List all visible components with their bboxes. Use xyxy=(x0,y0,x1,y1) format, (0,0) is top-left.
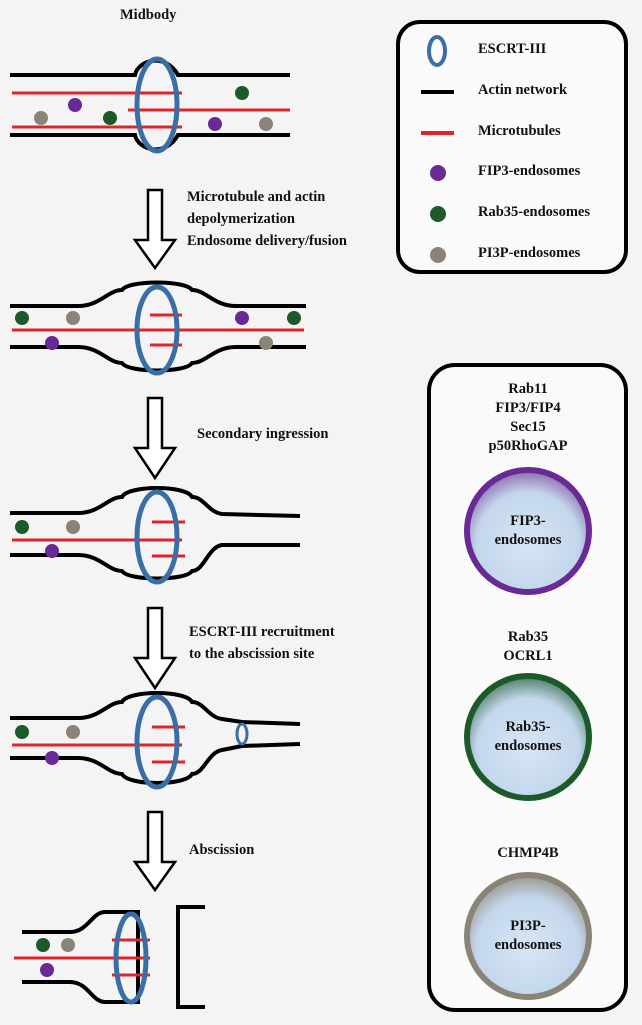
protein-label: Rab35 xyxy=(507,629,549,645)
escrt-ring xyxy=(134,284,180,376)
pi3p-endosome-circle xyxy=(464,872,592,1000)
rab35-endosome xyxy=(15,311,29,325)
rab35-circle-label: Rab35- endosomes xyxy=(494,719,562,754)
pi3p-endosome xyxy=(66,725,80,739)
protein-label: Rab11 xyxy=(508,381,548,397)
legend-actin-label: Actin network xyxy=(478,82,568,98)
legend-pi3p-dot-icon xyxy=(430,247,446,263)
rab35-endosome xyxy=(287,311,301,325)
step2-label: Secondary ingression xyxy=(197,426,329,442)
fip3-endosome-circle xyxy=(464,467,592,595)
actin-outline xyxy=(10,486,301,518)
actin-outline xyxy=(10,742,301,785)
actin-outline xyxy=(10,691,301,726)
escrt-ring xyxy=(134,56,180,154)
pi3p-endosome xyxy=(259,336,273,350)
legend-escrt-label: ESCRT-III xyxy=(478,41,547,57)
fip3-endosome xyxy=(45,751,59,765)
rab35-endosome xyxy=(36,938,50,952)
step3-label-line1: ESCRT-III recruitment xyxy=(189,624,335,640)
actin-outline xyxy=(10,543,300,581)
rab35-endosome-circle xyxy=(464,673,592,801)
fip3-endosome xyxy=(45,544,59,558)
step3-label-line2: to the abscission site xyxy=(189,646,315,662)
step1-label-line2: depolymerization xyxy=(187,211,295,227)
legend-frame xyxy=(396,20,628,274)
fip3-endosome xyxy=(208,117,222,131)
protein-label: p50RhoGAP xyxy=(488,438,568,454)
pi3p-endosome xyxy=(66,520,80,534)
pi3p-circle-label: PI3P- endosomes xyxy=(494,918,562,953)
stage-secondary-ingression xyxy=(10,486,301,585)
rab35-endosome xyxy=(15,725,29,739)
arrow-down xyxy=(132,188,178,271)
legend-escrt-ring-icon xyxy=(427,35,447,67)
stage-depolymerization xyxy=(10,280,306,376)
endosome-panel xyxy=(427,363,628,1012)
fip3-endosome xyxy=(68,98,82,112)
stage-escrt-recruitment xyxy=(10,691,301,790)
step1-label-line3: Endosome delivery/fusion xyxy=(187,233,347,249)
protein-label: FIP3/FIP4 xyxy=(495,400,561,416)
actin-outline xyxy=(10,280,306,308)
protein-label: OCRL1 xyxy=(503,648,553,664)
protein-label: Sec15 xyxy=(510,419,546,435)
legend-microtubules-label: Microtubules xyxy=(478,123,561,139)
arrow-down xyxy=(132,606,178,691)
legend-fip3-dot-icon xyxy=(430,165,446,181)
protein-label: CHMP4B xyxy=(497,845,559,861)
fip3-endosome xyxy=(45,336,59,350)
rab35-protein-list: Rab35 OCRL1 xyxy=(448,628,608,666)
pi3p-protein-list: CHMP4B xyxy=(448,844,608,863)
pi3p-endosome xyxy=(34,111,48,125)
step1-label-line1: Microtubule and actin xyxy=(187,189,326,205)
midbody-label: Midbody xyxy=(120,7,177,23)
pi3p-endosome xyxy=(61,938,75,952)
pi3p-endosome xyxy=(259,117,273,131)
escrt-ring xyxy=(134,489,180,585)
actin-outline xyxy=(10,345,306,373)
escrt-ring-abscission-site xyxy=(235,722,249,746)
legend-rab35-label: Rab35-endosomes xyxy=(478,204,590,220)
legend-fip3-label: FIP3-endosomes xyxy=(478,163,581,179)
legend xyxy=(396,20,628,274)
rab35-endosome xyxy=(15,520,29,534)
rab35-endosome xyxy=(235,86,249,100)
arrow-down xyxy=(132,396,178,481)
escrt-ring xyxy=(113,911,149,1005)
fip3-protein-list: Rab11 FIP3/FIP4 Sec15 p50RhoGAP xyxy=(448,380,608,456)
fip3-circle-label: FIP3- endosomes xyxy=(494,513,562,548)
escrt-ring xyxy=(134,694,180,790)
pi3p-endosome xyxy=(66,311,80,325)
legend-pi3p-label: PI3P-endosomes xyxy=(478,245,581,261)
stage-abscission xyxy=(14,905,205,1009)
fip3-endosome xyxy=(40,963,54,977)
fip3-endosome xyxy=(235,311,249,325)
step4-label: Abscission xyxy=(189,842,255,858)
actin-outline-daughter xyxy=(176,905,205,1009)
stage-midbody xyxy=(10,56,290,154)
legend-rab35-dot-icon xyxy=(430,206,446,222)
arrow-down xyxy=(132,810,178,893)
rab35-endosome xyxy=(103,111,117,125)
